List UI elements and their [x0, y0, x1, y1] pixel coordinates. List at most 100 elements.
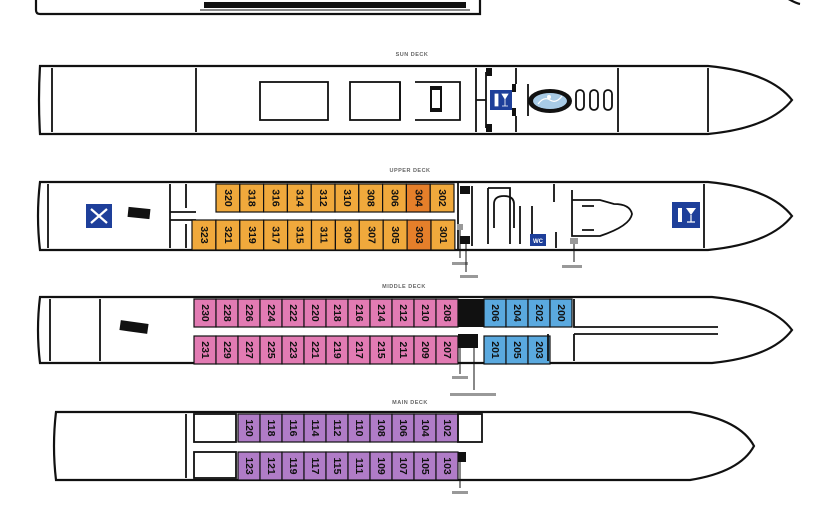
cabin-number-218: 218: [331, 304, 343, 322]
cabin-number-317: 317: [270, 226, 282, 244]
main-elevator-marker: [452, 462, 468, 494]
cabin-number-214: 214: [375, 304, 387, 322]
cabin-number-319: 319: [246, 226, 258, 244]
cabin-number-119: 119: [287, 458, 299, 475]
cabin-number-302: 302: [436, 189, 448, 207]
top-deck-windows: [204, 2, 466, 8]
cabin-number-112: 112: [331, 420, 343, 437]
cabin-number-200: 200: [555, 304, 567, 322]
cabin-number-201: 201: [489, 341, 501, 359]
cabin-number-223: 223: [287, 341, 299, 359]
upper-deck-reception: [457, 182, 633, 250]
cabin-number-321: 321: [222, 226, 234, 244]
cabin-number-221: 221: [309, 341, 321, 359]
cabin-number-209: 209: [419, 341, 431, 359]
cabin-number-228: 228: [221, 304, 233, 322]
wc-icon-label: WC: [533, 239, 544, 245]
cabin-number-117: 117: [309, 458, 321, 475]
main-deck-title: MAIN DECK: [392, 400, 428, 406]
sun-deck-title: SUN DECK: [396, 52, 429, 58]
sun-bar-icon: [490, 90, 512, 110]
cabin-number-205: 205: [511, 341, 523, 359]
cabin-203[interactable]: [527, 335, 551, 365]
cabin-number-216: 216: [353, 304, 365, 322]
cabin-number-309: 309: [341, 226, 353, 244]
cabin-number-121: 121: [265, 457, 277, 475]
whirlpool-icon: [528, 89, 572, 113]
middle-deck-stairs: [119, 320, 149, 334]
cabin-301[interactable]: [430, 219, 456, 251]
cabin-number-226: 226: [243, 304, 255, 322]
cabin-number-304: 304: [412, 189, 424, 207]
upper-deck: UPPER DECK 320 318 316 314 312 310 308 306 304 30…: [36, 168, 794, 278]
middle-deck-title: MIDDLE DECK: [382, 284, 426, 290]
cabin-number-211: 211: [397, 342, 409, 359]
cabin-number-217: 217: [353, 341, 365, 359]
upper-bar-icon: [672, 202, 700, 228]
cabin-number-311: 311: [317, 227, 329, 244]
cabin-200[interactable]: [549, 298, 573, 328]
cabin-number-320: 320: [222, 189, 234, 207]
wc-icon: WC: [530, 234, 546, 246]
middle-elevator-marker: [450, 342, 496, 396]
cabin-number-208: 208: [441, 304, 453, 322]
cabin-number-219: 219: [331, 341, 343, 359]
cabin-number-229: 229: [221, 341, 233, 359]
cabin-number-120: 120: [243, 419, 255, 437]
cabin-number-308: 308: [365, 189, 377, 207]
cabin-number-215: 215: [375, 341, 387, 359]
cabin-number-306: 306: [389, 189, 401, 207]
cabin-number-118: 118: [265, 420, 277, 437]
cabin-number-123: 123: [243, 457, 255, 475]
cabin-number-212: 212: [397, 304, 409, 322]
upper-elevator-marker: [452, 224, 582, 278]
cabin-number-310: 310: [341, 189, 353, 207]
cabin-number-110: 110: [353, 420, 365, 437]
upper-deck-stairs: [127, 206, 151, 220]
cabin-number-323: 323: [198, 226, 210, 244]
cabin-207[interactable]: [435, 335, 459, 365]
cabin-number-105: 105: [419, 457, 431, 475]
cabin-number-314: 314: [293, 189, 305, 207]
cabin-103[interactable]: [435, 451, 459, 481]
sun-deck-benches: [575, 89, 613, 111]
cabin-number-224: 224: [265, 304, 277, 322]
cabin-number-104: 104: [419, 419, 431, 437]
cabin-number-222: 222: [287, 304, 299, 322]
cabin-number-301: 301: [437, 226, 449, 244]
upper-cabins: 320 318 316 314 312 310 308 306 304 302 323 321 319 3…: [191, 183, 456, 251]
cabin-number-312: 312: [317, 189, 329, 207]
cabin-number-115: 115: [331, 458, 343, 475]
middle-deck-lobby: [458, 299, 718, 361]
cabin-number-225: 225: [265, 341, 277, 359]
cabin-number-107: 107: [397, 457, 409, 475]
upper-deck-title: UPPER DECK: [389, 168, 430, 174]
cabin-number-207: 207: [441, 341, 453, 359]
cabin-number-210: 210: [419, 304, 431, 322]
cabin-number-206: 206: [489, 304, 501, 322]
cabin-number-108: 108: [375, 419, 387, 437]
cabin-number-315: 315: [294, 226, 306, 244]
cabin-number-220: 220: [309, 304, 321, 322]
cabin-number-316: 316: [270, 189, 282, 207]
cabin-number-303: 303: [413, 226, 425, 244]
cabin-302[interactable]: [429, 183, 455, 213]
cabin-number-111: 111: [353, 458, 365, 475]
restaurant-icon: [86, 204, 112, 228]
cabin-number-114: 114: [309, 420, 321, 437]
cabin-number-109: 109: [375, 457, 387, 475]
cabin-number-106: 106: [397, 419, 409, 437]
cabin-number-231: 231: [199, 341, 211, 359]
sun-deck: SUN DECK: [37, 52, 794, 136]
cabin-number-227: 227: [243, 341, 255, 359]
cabin-number-318: 318: [246, 189, 258, 207]
sun-deck-stairs: [430, 86, 442, 112]
cabin-number-204: 204: [511, 304, 523, 322]
cabin-number-202: 202: [533, 304, 545, 322]
main-deck-lobby: [457, 413, 483, 462]
